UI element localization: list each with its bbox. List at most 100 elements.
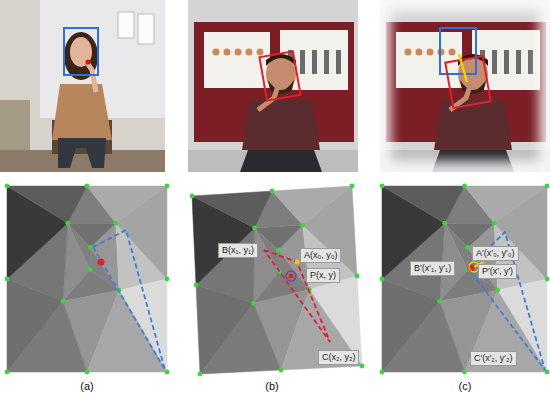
mesh-triangle — [116, 186, 167, 279]
mesh-triangle — [192, 191, 272, 228]
legs — [240, 150, 322, 172]
point-label: A(x₀, y₀) — [300, 248, 341, 263]
label-text: A(x₀, y₀) — [304, 250, 337, 260]
landmark-point — [380, 184, 385, 189]
poster-figure — [336, 50, 341, 74]
point — [98, 259, 105, 266]
landmark-point — [462, 370, 467, 375]
point-label: C(x₂, y₂) — [318, 350, 359, 365]
mesh-triangle — [382, 186, 465, 223]
paper — [138, 14, 154, 44]
landmark-point — [251, 301, 256, 306]
landmark-point — [165, 184, 170, 189]
landmark-point — [437, 299, 442, 304]
point-label: A′(x′₀, y′₀) — [472, 246, 519, 261]
poster-figure — [257, 49, 264, 56]
face-box — [64, 28, 98, 75]
poster-figure — [449, 49, 456, 56]
landmark-point — [545, 277, 550, 282]
mesh-triangle — [7, 279, 63, 372]
paper — [118, 12, 134, 38]
point-ring — [286, 271, 296, 281]
poster-figure — [516, 50, 521, 74]
poster-figure — [405, 49, 412, 56]
landmark-point — [360, 364, 365, 369]
landmark-point — [492, 221, 497, 226]
poster-figure — [300, 50, 305, 74]
poster-figure — [224, 49, 231, 56]
point — [295, 260, 300, 265]
floor — [188, 150, 358, 172]
point-label: B(x₁, y₁) — [218, 243, 258, 258]
landmark-point — [190, 194, 195, 199]
beard — [460, 80, 486, 94]
mesh-triangle — [87, 290, 167, 372]
landmark-point — [350, 184, 355, 189]
poster-figure — [246, 49, 253, 56]
landmark-point — [270, 189, 275, 194]
mesh-triangle — [382, 279, 440, 372]
label-text: A′(x′₀, y′₀) — [476, 248, 515, 258]
source-triangle — [93, 230, 165, 370]
label-text: B′(x′₁, y′₁) — [414, 263, 451, 273]
poster-figure — [528, 50, 533, 74]
source-triangle — [468, 232, 545, 370]
legs — [58, 138, 106, 168]
landmark-point — [165, 370, 170, 375]
landmark-point — [5, 370, 10, 375]
panel-caption: (c) — [459, 380, 472, 393]
poster-figure — [416, 49, 423, 56]
face — [70, 37, 92, 67]
landmark-point — [380, 370, 385, 375]
wall — [0, 0, 165, 172]
photo-c — [380, 0, 550, 172]
mesh-triangle — [196, 285, 253, 374]
label-text: P(x, y) — [310, 270, 336, 280]
mesh-a — [5, 184, 170, 375]
poster-figure — [324, 50, 329, 74]
landmark-point — [61, 299, 66, 304]
poster-figure — [504, 50, 509, 74]
landmark-point — [276, 247, 281, 252]
poster-figure — [235, 49, 242, 56]
point — [289, 274, 294, 279]
shirt — [434, 100, 512, 150]
point-label: C′(x′₂, y′₂) — [470, 351, 517, 366]
poster-figure — [427, 49, 434, 56]
label-text: B(x₁, y₁) — [222, 245, 254, 255]
landmark-point — [65, 221, 70, 226]
landmark-point — [545, 370, 550, 375]
mesh-b — [190, 184, 365, 377]
landmark-point — [88, 267, 93, 272]
displacement-line — [459, 54, 467, 82]
face — [266, 55, 296, 93]
label-text: P′(x′, y′) — [482, 266, 513, 276]
point-label: P(x, y) — [306, 268, 340, 283]
face-box — [259, 51, 300, 100]
poster-figure — [213, 49, 220, 56]
photo-a — [0, 0, 165, 172]
landmark-point — [165, 277, 170, 282]
landmark-point — [252, 226, 257, 231]
landmark-point — [495, 288, 500, 293]
landmark-point — [300, 223, 305, 228]
landmark-point — [279, 368, 284, 373]
face-box — [445, 56, 490, 108]
landmark-point — [194, 283, 199, 288]
landmark-point — [355, 274, 360, 279]
arm — [258, 86, 278, 110]
blur-frame — [380, 0, 550, 172]
mesh-triangle — [7, 186, 87, 223]
shirt — [242, 100, 320, 150]
beard — [268, 80, 294, 94]
landmark-point — [442, 221, 447, 226]
label-text: C(x₂, y₂) — [322, 352, 355, 362]
poster-figure — [312, 50, 317, 74]
mesh-c — [380, 184, 550, 375]
panel-caption: (a) — [80, 380, 93, 393]
landmark-point — [5, 277, 10, 282]
arm — [88, 64, 96, 92]
landmark-point — [85, 370, 90, 375]
